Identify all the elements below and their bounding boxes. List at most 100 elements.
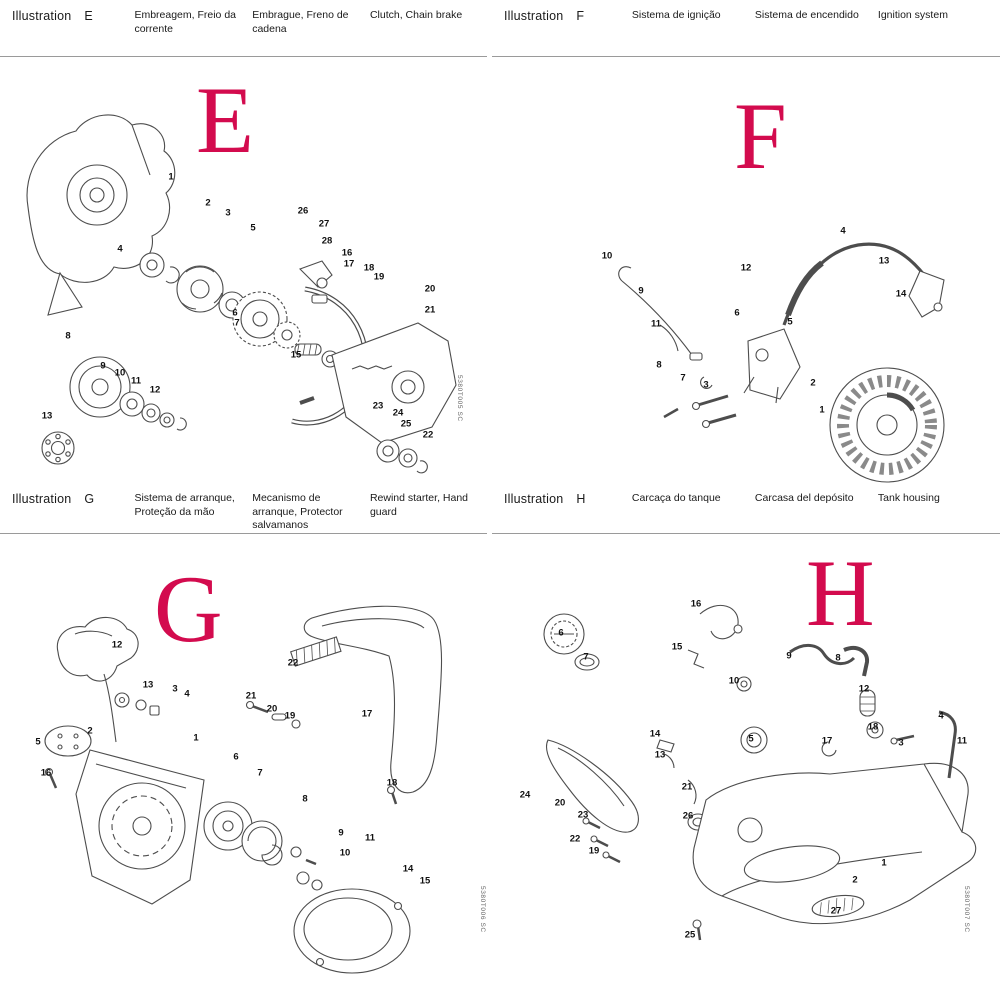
panel-f-title: Illustration F [504, 9, 632, 23]
exploded-diagram-clutch-chain-brake [26, 114, 457, 474]
part-callout-g-8: 8 [302, 793, 308, 805]
part-callout-h-6: 6 [558, 627, 564, 639]
panel-title-letter: H [576, 492, 586, 506]
part-callout-e-9: 9 [100, 360, 106, 372]
part-callout-h-27: 27 [830, 905, 842, 917]
part-callout-h-4: 4 [938, 710, 944, 722]
header-col-spanish: Carcasa del depósito [754, 492, 854, 504]
part-callout-e-28: 28 [321, 235, 333, 247]
big-letter-g: G [154, 556, 223, 662]
part-callout-f-5: 5 [787, 316, 793, 328]
part-callout-h-8: 8 [835, 652, 841, 664]
part-callout-h-18: 18 [867, 721, 879, 733]
part-callout-h-3: 3 [898, 737, 904, 749]
part-callout-g-21: 21 [245, 690, 257, 702]
part-callout-e-24: 24 [392, 407, 404, 419]
part-callout-e-22: 22 [422, 429, 434, 441]
part-callout-h-14: 14 [649, 728, 661, 740]
part-callout-e-10: 10 [114, 367, 126, 379]
header-col-spanish: Mecanismo de arranque, Protector salvama… [252, 492, 343, 532]
part-callout-g-4: 4 [184, 688, 190, 700]
part-callout-e-20: 20 [424, 283, 436, 295]
header-col-english: Clutch, Chain brake [369, 9, 463, 21]
exploded-diagram-rewind-starter-hand-guard [44, 605, 443, 974]
header-col-english: Ignition system [877, 9, 948, 21]
part-callout-f-3: 3 [703, 379, 709, 391]
part-callout-h-13: 13 [654, 749, 666, 761]
part-callout-g-6: 6 [233, 751, 239, 763]
part-callout-g-15: 15 [419, 875, 431, 887]
part-callout-g-10: 10 [339, 847, 351, 859]
panel-title-word: Illustration [12, 492, 72, 506]
part-callout-h-20: 20 [554, 797, 566, 809]
part-callout-e-16: 16 [341, 247, 353, 259]
part-callout-g-16: 16 [40, 767, 52, 779]
part-callout-g-19: 19 [284, 710, 296, 722]
part-callout-e-17: 17 [343, 258, 355, 270]
part-callout-h-5: 5 [748, 733, 754, 745]
big-letter-h: H [806, 540, 875, 646]
header-col-portuguese: Sistema de ignição [631, 9, 721, 21]
drawing-code-g: 5380T006 SC [479, 886, 486, 933]
part-callout-h-16: 16 [690, 598, 702, 610]
part-callout-e-3: 3 [225, 207, 231, 219]
part-callout-e-6: 6 [232, 307, 238, 319]
panel-title-letter: F [576, 9, 585, 23]
part-callout-h-2: 2 [852, 874, 858, 886]
part-callout-f-8: 8 [656, 359, 662, 371]
panel-h-header: Illustration H Carcaça do tanque Carcasa … [492, 487, 1000, 534]
part-callout-f-6: 6 [734, 307, 740, 319]
part-callout-h-1: 1 [881, 857, 887, 869]
part-callout-h-26: 26 [682, 810, 694, 822]
part-callout-e-7: 7 [234, 317, 240, 329]
panel-title-word: Illustration [504, 9, 564, 23]
part-callout-e-19: 19 [373, 271, 385, 283]
part-callout-e-18: 18 [363, 262, 375, 274]
part-callout-h-10: 10 [728, 675, 740, 687]
header-col-portuguese: Carcaça do tanque [631, 492, 721, 504]
part-callout-f-14: 14 [895, 288, 907, 300]
part-callout-f-9: 9 [638, 285, 644, 297]
part-callout-e-8: 8 [65, 330, 71, 342]
big-letter-f: F [734, 83, 787, 189]
part-callout-e-15: 15 [290, 349, 302, 361]
part-callout-f-1: 1 [819, 404, 825, 416]
part-callout-h-11: 11 [956, 735, 968, 747]
part-callout-h-21: 21 [681, 781, 693, 793]
header-col-english: Rewind starter, Hand guard [369, 492, 469, 518]
part-callout-f-12: 12 [740, 262, 752, 274]
part-callout-g-9: 9 [338, 827, 344, 839]
part-callout-f-11: 11 [650, 318, 662, 330]
part-callout-e-25: 25 [400, 418, 412, 430]
drawing-code-e: 5380T005 SC [456, 375, 463, 422]
part-callout-h-22: 22 [569, 833, 581, 845]
header-col-english: Tank housing [877, 492, 940, 504]
header-col-spanish: Embrague, Freno de cadena [252, 9, 349, 35]
part-callout-h-12: 12 [858, 683, 870, 695]
part-callout-e-21: 21 [424, 304, 436, 316]
part-callout-e-1: 1 [168, 171, 174, 183]
part-callout-g-5: 5 [35, 736, 41, 748]
part-callout-g-11: 11 [364, 832, 376, 844]
part-callout-h-24: 24 [519, 789, 531, 801]
part-callout-f-13: 13 [878, 255, 890, 267]
part-callout-g-3: 3 [172, 683, 178, 695]
panel-title-word: Illustration [504, 492, 564, 506]
part-callout-g-1: 1 [193, 732, 199, 744]
part-callout-f-7: 7 [680, 372, 686, 384]
part-callout-h-7: 7 [583, 651, 589, 663]
big-letter-e: E [196, 67, 255, 173]
part-callout-e-4: 4 [117, 243, 123, 255]
part-callout-g-14: 14 [402, 863, 414, 875]
